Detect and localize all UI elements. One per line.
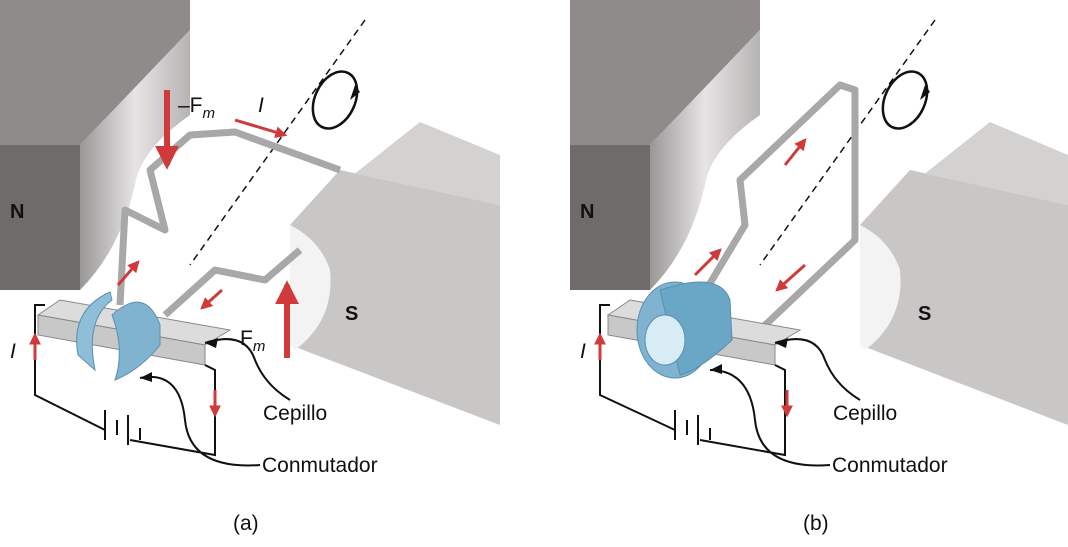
force-pos-label: Fm [240, 327, 265, 355]
brush-label: Cepillo [263, 402, 327, 425]
caption-b: (b) [803, 512, 829, 535]
force-neg-label: –Fm [178, 94, 215, 122]
caption-a: (a) [233, 512, 259, 535]
rotation-icon [311, 70, 359, 130]
south-magnet [290, 122, 500, 425]
north-label: N [580, 201, 594, 223]
south-label: S [345, 303, 358, 325]
commutator-label: Conmutador [262, 454, 378, 477]
brush-pointer [204, 338, 291, 401]
north-magnet [0, 0, 190, 290]
commutator [76, 291, 161, 381]
rotation-axis [189, 19, 366, 266]
rotation-icon [881, 70, 929, 130]
rotation-axis [759, 19, 936, 266]
wire-loop [696, 81, 859, 333]
wire-loop [116, 128, 342, 306]
brush-label: Cepillo [833, 402, 897, 425]
current-left-label: I [10, 340, 16, 363]
panel-a: N S –Fm Fm I I Cepillo Conmutador (a) [0, 0, 500, 535]
current-arrow-top [234, 118, 288, 138]
commutator-pointer [709, 369, 831, 467]
north-label: N [10, 201, 24, 223]
current-top-label: I [258, 94, 264, 117]
north-magnet [570, 0, 760, 290]
battery-icon [104, 410, 141, 445]
commutator-label: Conmutador [832, 454, 948, 477]
commutator [636, 281, 733, 379]
south-label: S [918, 303, 931, 325]
brush-pointer [774, 338, 861, 401]
panel-b: N S I Cepillo Conmutador (b) [570, 0, 1068, 535]
battery-icon [674, 410, 711, 445]
current-left-label: I [580, 340, 586, 363]
south-magnet [860, 122, 1068, 425]
commutator-pointer [139, 375, 261, 467]
